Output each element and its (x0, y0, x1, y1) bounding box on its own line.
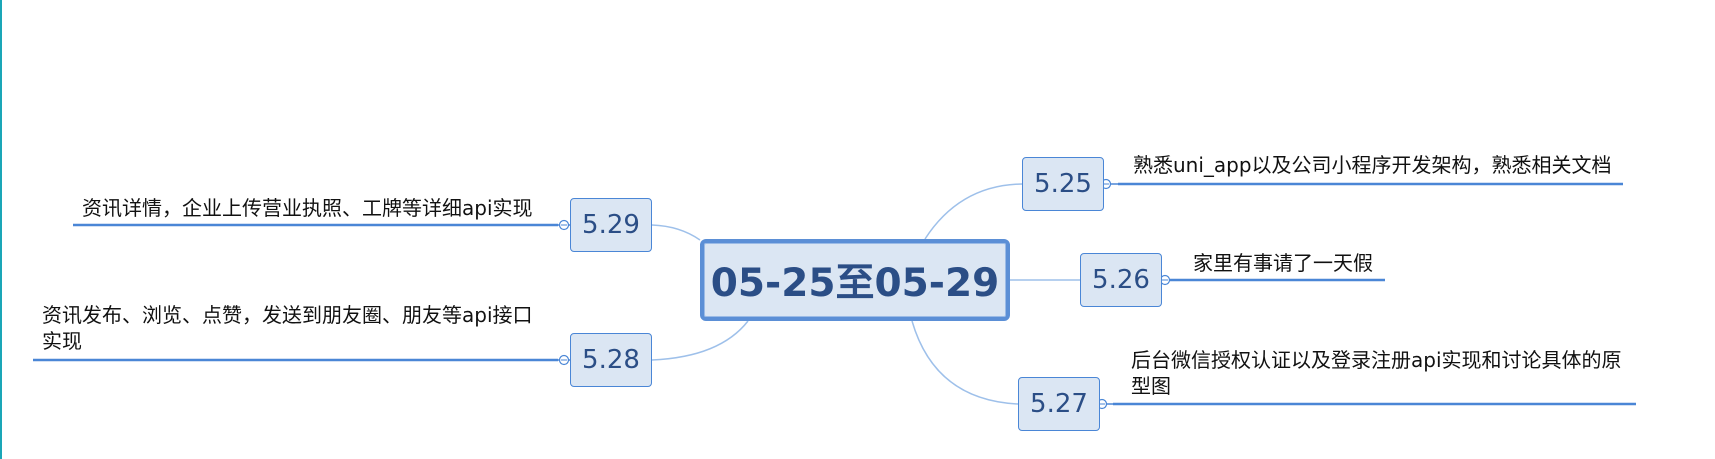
topic-5-29[interactable]: 5.29 (570, 198, 652, 252)
connector-central-to-525 (924, 183, 1023, 240)
window-left-border (0, 0, 2, 459)
central-topic[interactable]: 05-25至05-29 (700, 239, 1010, 321)
topic-5-28[interactable]: 5.28 (570, 333, 652, 387)
note-5-26[interactable]: 家里有事请了一天假 (1193, 251, 1373, 275)
note-5-29[interactable]: 资讯详情，企业上传营业执照、工牌等详细api实现 (82, 196, 533, 220)
note-5-27[interactable]: 后台微信授权认证以及登录注册api实现和讨论具体的原 型图 (1131, 348, 1622, 398)
connector-central-to-529 (651, 224, 701, 241)
topic-5-26[interactable]: 5.26 (1080, 253, 1162, 307)
connector-central-to-528 (651, 320, 749, 361)
topic-5-27[interactable]: 5.27 (1018, 377, 1100, 431)
note-5-28[interactable]: 资讯发布、浏览、点赞，发送到朋友圈、朋友等api接口 实现 (42, 303, 533, 353)
connector-central-to-527 (911, 320, 1019, 405)
note-5-25[interactable]: 熟悉uni_app以及公司小程序开发架构，熟悉相关文档 (1133, 153, 1612, 177)
topic-5-25[interactable]: 5.25 (1022, 157, 1104, 211)
